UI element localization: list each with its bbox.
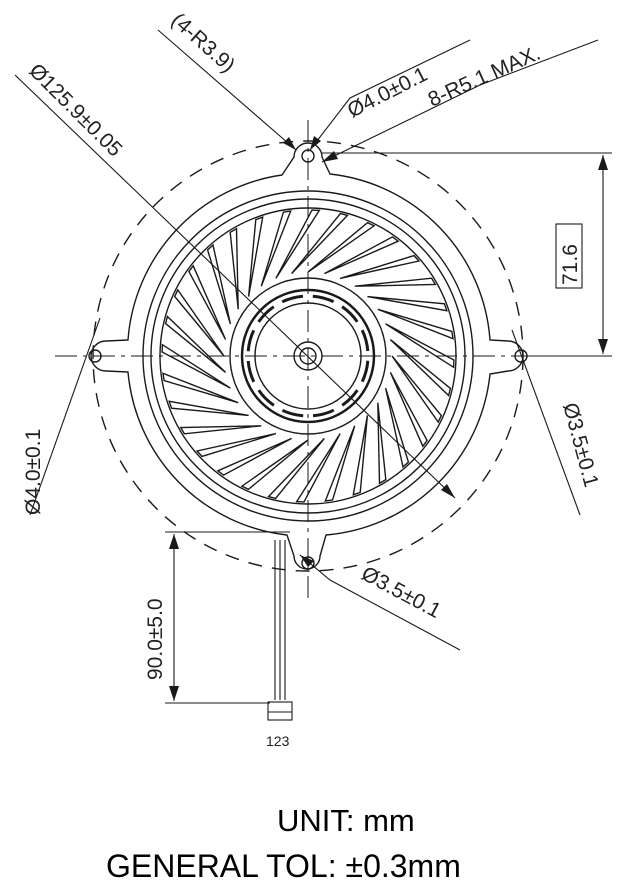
impeller-blade [240, 439, 309, 491]
tolerance-text: GENERAL TOL: ±0.3mm [106, 848, 461, 884]
impeller-blade [161, 343, 231, 389]
label-bottom-hole-dia: Ø3.5±0.1 [358, 562, 445, 623]
hub-slot [257, 389, 275, 407]
leader-mount-radius [321, 39, 599, 163]
impeller-blade [260, 210, 292, 287]
hub-slot [281, 408, 304, 418]
leader-outer-dia [14, 74, 456, 499]
leader-top-hole [309, 39, 471, 151]
impeller-blade [267, 437, 325, 500]
impeller-blade [385, 323, 455, 369]
impeller-blade [164, 315, 227, 373]
leader-left-hole [29, 317, 101, 516]
impeller-blade [354, 277, 437, 287]
housing-outline [90, 142, 524, 570]
impeller-blade [324, 425, 356, 502]
impeller-blade [173, 288, 225, 357]
impeller-blades [161, 209, 455, 503]
impeller-blade [188, 264, 227, 340]
hub-slot [341, 389, 359, 407]
unit-text: UNIT: mm [277, 803, 415, 838]
leader-corner-radius [157, 29, 297, 151]
impeller-blade [206, 243, 232, 325]
label-cable-length: 90.0±5.0 [144, 598, 167, 680]
hub-slot [341, 305, 359, 323]
label-outer-dia: Ø125.9±0.05 [24, 59, 126, 161]
label-left-hole-dia: Ø4.0±0.1 [22, 429, 45, 515]
impeller-blade [162, 372, 239, 404]
connector-body [267, 701, 293, 721]
impeller-blade [295, 433, 341, 503]
impeller-blade [168, 400, 249, 417]
hub-slot [246, 329, 256, 352]
hub-slot [360, 329, 370, 352]
label-right-hole-dia: Ø3.5±0.1 [558, 400, 603, 489]
arrow-mount-radius [322, 151, 338, 162]
arrow-cable-top [169, 534, 179, 549]
impeller-blade [377, 402, 387, 485]
impeller-blade [216, 437, 292, 476]
label-top-hole-dia: Ø4.0±0.1 [344, 63, 431, 123]
impeller-blade [389, 339, 452, 397]
hub-slot [257, 305, 275, 323]
arrow-corner-radius [283, 137, 296, 150]
arrow-cable-bottom [169, 686, 179, 701]
impeller-blade [291, 212, 349, 275]
hub-slot [360, 360, 370, 383]
impeller-blade [391, 355, 443, 424]
hub-slot [281, 294, 304, 304]
impeller-blade [367, 295, 448, 312]
label-mount-radius: 8-R5.1 MAX. [425, 42, 544, 112]
impeller-blade [389, 372, 428, 448]
arrow-top-hole [310, 136, 321, 150]
arrow-71-top [598, 155, 608, 170]
impeller-blade [339, 254, 421, 280]
hub-slot [246, 360, 256, 383]
impeller-blade [179, 425, 262, 435]
arrow-71-bottom [598, 339, 608, 354]
arrow-bottom-hole [300, 555, 314, 567]
impeller-blade [377, 308, 454, 340]
hub-slot [312, 408, 335, 418]
label-height-71: 71.6 [559, 244, 582, 285]
label-corner-radius: (4-R3.9) [167, 9, 240, 78]
impeller-blade [307, 221, 376, 273]
impeller-blade [229, 227, 239, 310]
impeller-blade [195, 432, 277, 458]
impeller-blade [384, 387, 410, 469]
impeller-blade [247, 216, 264, 297]
impeller-blade [324, 236, 400, 275]
impeller-blade [352, 415, 369, 496]
impeller-blade [275, 209, 321, 279]
leader-right-hole [511, 329, 581, 516]
height-label-box [555, 223, 583, 289]
label-connector-pins: 123 [266, 733, 290, 749]
hub-slots [246, 294, 370, 418]
arrow-outer-dia [441, 484, 455, 498]
hub-slot [312, 294, 335, 304]
